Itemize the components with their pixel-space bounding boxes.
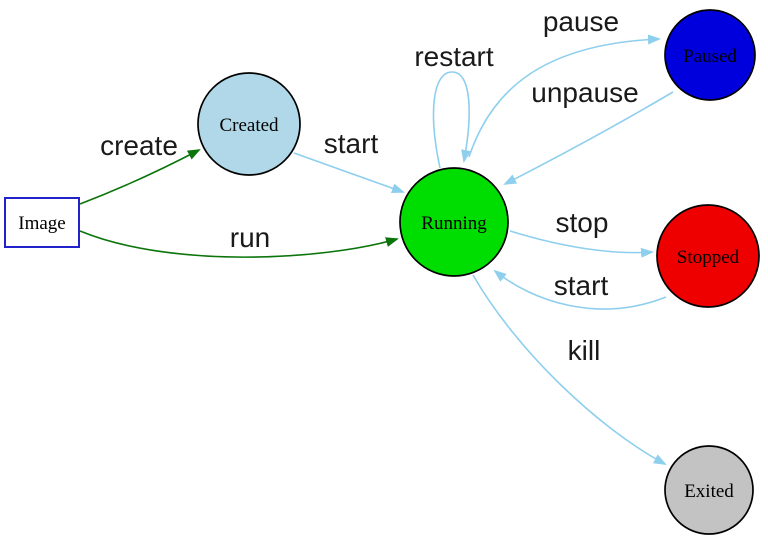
node-exited-label: Exited: [684, 481, 734, 502]
edge-stop: [509, 230, 654, 258]
edge-start-created-running: [293, 152, 405, 194]
edge-kill: [472, 274, 667, 465]
edge-label-restart: restart: [414, 41, 494, 72]
edge-create: [79, 149, 201, 205]
edge-label-pause: pause: [543, 6, 619, 37]
node-image: [4, 197, 80, 248]
node-image-label: Image: [18, 213, 65, 234]
node-exited: [664, 445, 754, 535]
edge-layer: [79, 34, 674, 465]
edge-start-stopped-running: [493, 269, 667, 310]
edge-label-create: create: [100, 130, 178, 161]
edge-label-unpause: unpause: [531, 77, 638, 108]
edge-unpause: [503, 91, 674, 185]
node-created: [197, 72, 301, 176]
node-created-label: Created: [219, 115, 279, 136]
edge-pause: [468, 34, 661, 158]
edge-restart-self-loop: [432, 71, 471, 169]
edge-label-stop: stop: [556, 207, 609, 238]
node-stopped-label: Stopped: [677, 247, 740, 268]
edge-label-run: run: [230, 222, 270, 253]
node-layer: Image Created Running Paused Stopped Exi…: [4, 9, 760, 535]
node-running-label: Running: [421, 213, 487, 234]
edge-label-start-top: start: [324, 128, 379, 159]
edge-label-start-bottom: start: [554, 270, 609, 301]
node-paused-label: Paused: [683, 46, 737, 67]
edge-run: [79, 230, 399, 258]
node-paused: [664, 9, 756, 101]
edge-label-layer: create run start restart pause unpause s…: [100, 6, 639, 366]
node-stopped: [656, 204, 760, 308]
edge-label-kill: kill: [568, 335, 601, 366]
node-running: [399, 167, 509, 277]
